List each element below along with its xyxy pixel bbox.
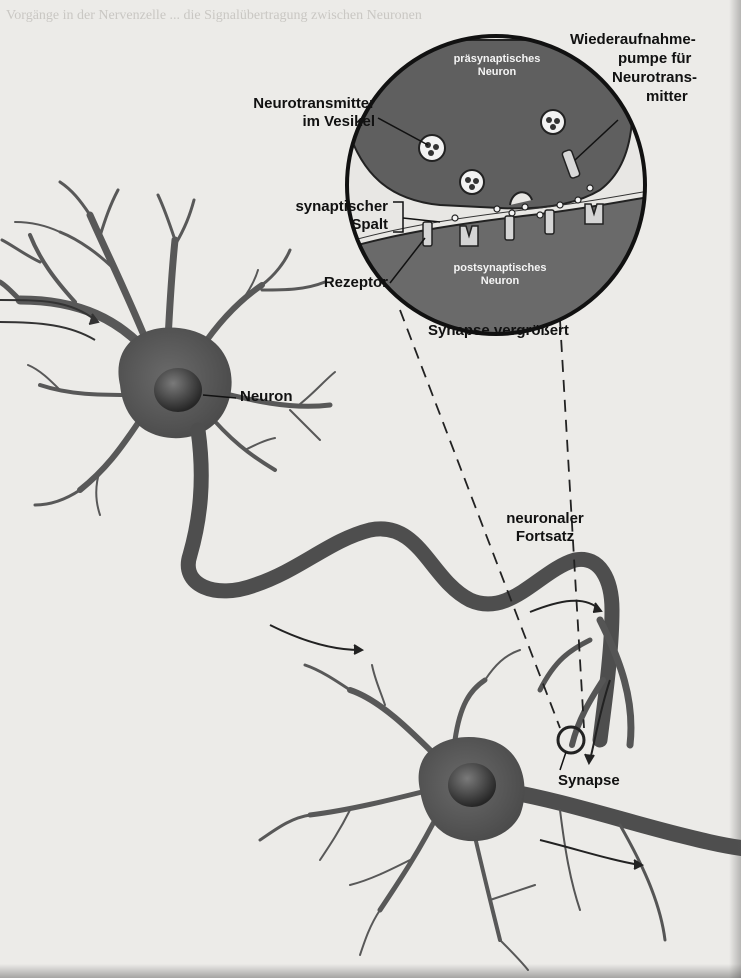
page-edge-shadow [729, 0, 741, 978]
lower-nucleus [448, 763, 496, 807]
label-neurotransmitter-vesicle: Neurotransmitter im Vesikel [170, 95, 375, 131]
label-synapse-magnified: Synapse vergrößert [428, 322, 628, 340]
label-synapse: Synapse [558, 772, 648, 790]
label-receptor: Rezeptor [280, 274, 388, 292]
label-neuron: Neuron [240, 388, 330, 406]
label-presynaptic-neuron: präsynaptisches Neuron [432, 53, 562, 79]
axon [188, 430, 612, 740]
label-neuronal-process: neuronaler Fortsatz [480, 510, 610, 546]
page-bottom-shadow [0, 964, 741, 978]
label-postsynaptic-neuron: postsynaptisches Neuron [430, 262, 570, 288]
lower-axon [500, 790, 741, 848]
label-reuptake-pump: Wiederaufnahme- pumpe für Neurotrans- mi… [570, 30, 730, 106]
label-synaptic-cleft: synaptischer Spalt [200, 198, 388, 234]
upper-nucleus [154, 368, 202, 412]
